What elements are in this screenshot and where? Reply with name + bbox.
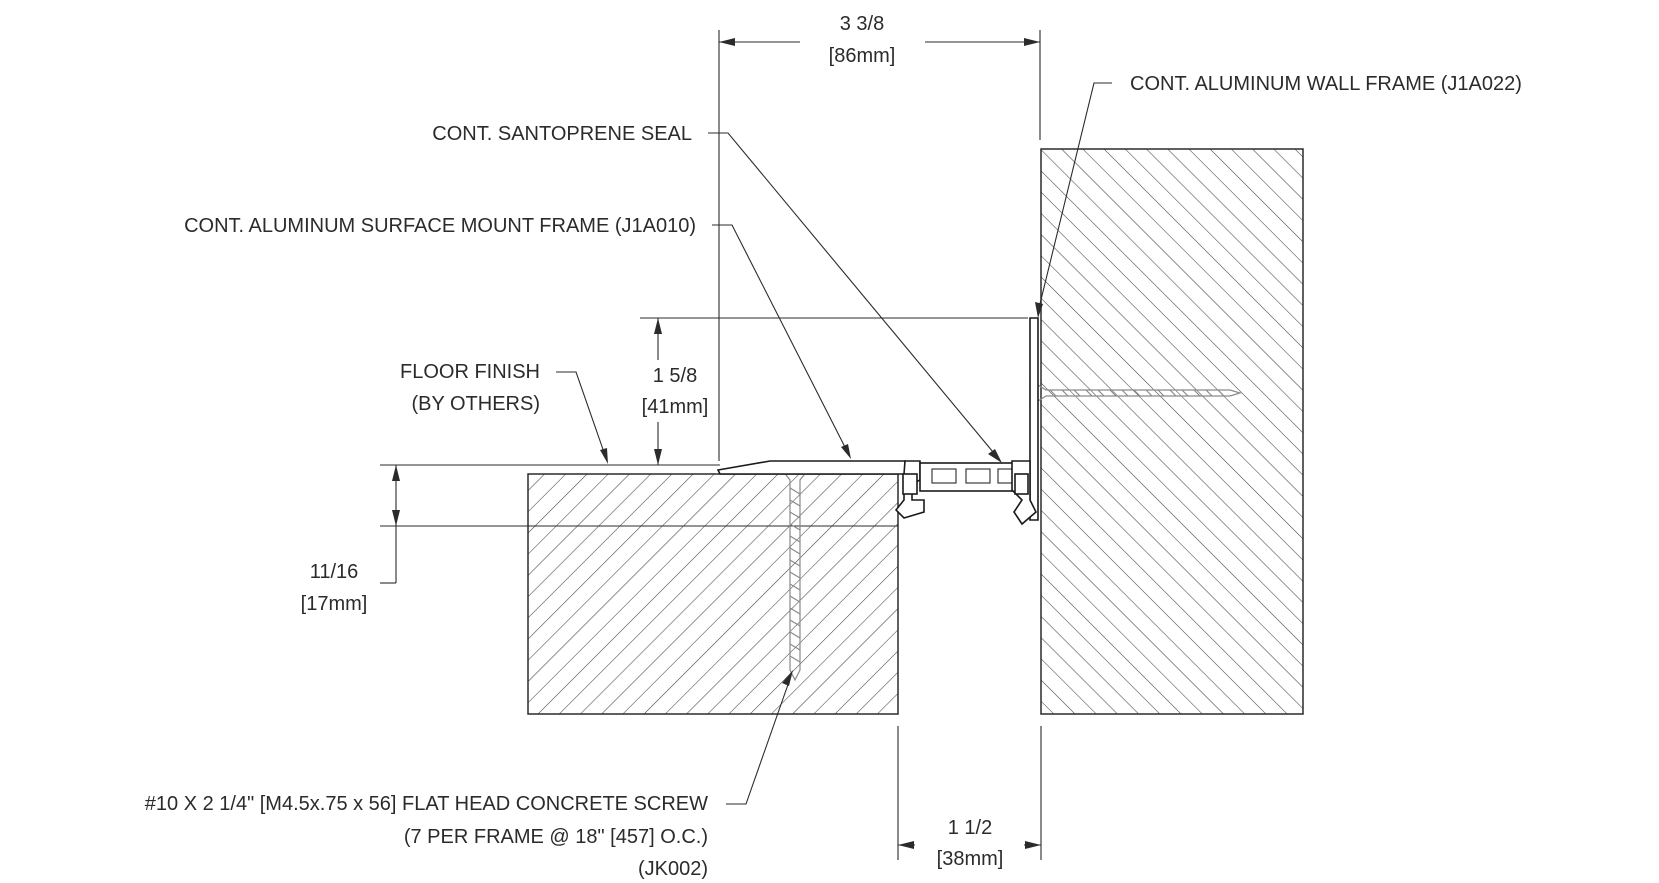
callout-screw-2: (7 PER FRAME @ 18" [457] O.C.) <box>404 826 708 848</box>
callout-floor-finish-2: (BY OTHERS) <box>411 393 540 415</box>
dim-gap-metric: [38mm] <box>937 848 1004 870</box>
callout-wall-frame: CONT. ALUMINUM WALL FRAME (J1A022) <box>1130 73 1522 95</box>
surface-mount-frame <box>716 460 925 519</box>
dim-height-fraction: 1 5/8 <box>653 365 697 387</box>
leader-wall-frame <box>1035 82 1112 318</box>
dimension-slab-step <box>380 465 400 584</box>
dim-gap-fraction: 1 1/2 <box>948 817 992 839</box>
dim-step-metric: [17mm] <box>301 593 368 615</box>
leader-surface-frame <box>712 224 851 459</box>
dimension-top-width <box>719 38 1040 46</box>
wall-frame <box>1011 317 1039 526</box>
dimension-gap <box>898 841 1041 849</box>
dimension-height <box>654 318 662 465</box>
callout-screw-3: (JK002) <box>638 858 708 880</box>
dim-height-metric: [41mm] <box>642 396 709 418</box>
callout-seal: CONT. SANTOPRENE SEAL <box>432 123 692 145</box>
right-concrete-wall <box>1040 148 1304 715</box>
santoprene-seal <box>919 462 1025 492</box>
extension-lines <box>380 30 1042 860</box>
dim-top-metric: [86mm] <box>829 45 896 67</box>
callout-floor-finish-1: FLOOR FINISH <box>400 361 540 383</box>
leader-seal <box>708 132 1002 463</box>
dim-step-fraction: 11/16 <box>310 561 359 583</box>
leader-screw <box>726 670 793 805</box>
dim-top-fraction: 3 3/8 <box>840 13 884 35</box>
callout-screw-1: #10 X 2 1/4" [M4.5x.75 x 56] FLAT HEAD C… <box>145 793 708 815</box>
callout-surface-frame: CONT. ALUMINUM SURFACE MOUNT FRAME (J1A0… <box>184 215 696 237</box>
left-concrete-slab <box>527 473 899 715</box>
leader-floor-finish <box>556 371 608 464</box>
